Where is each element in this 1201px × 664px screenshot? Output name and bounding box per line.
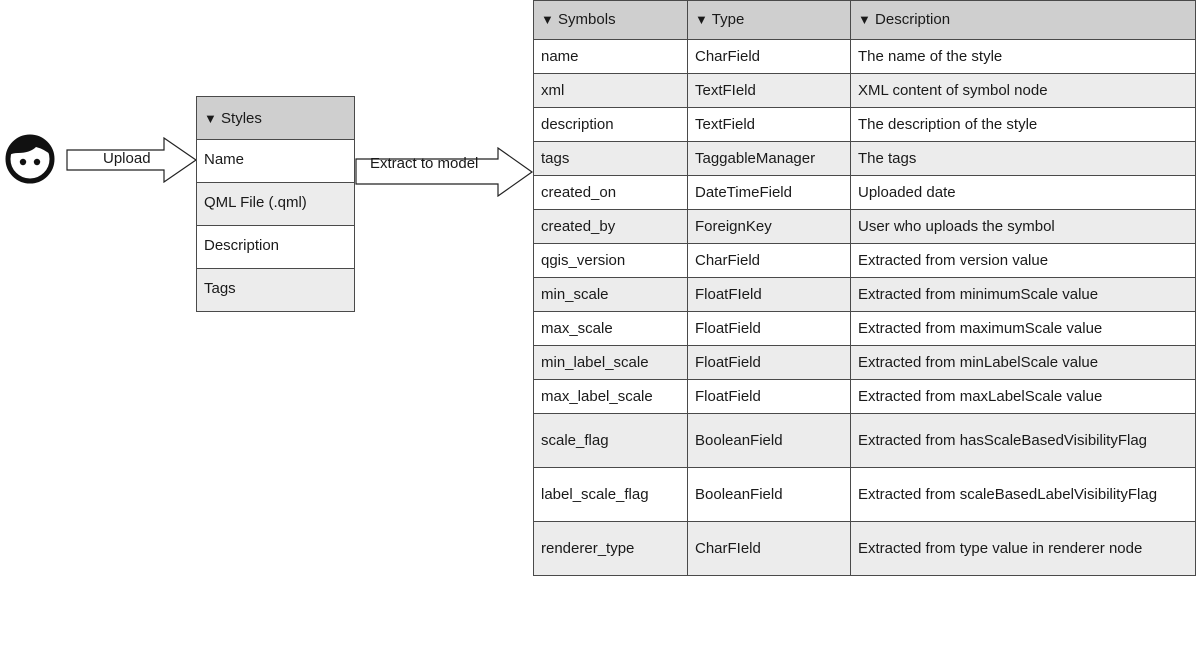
type-cell: FloatField	[687, 379, 851, 414]
column-header-label: Symbols	[558, 11, 616, 29]
user-face-icon	[5, 134, 55, 184]
symbol-cell: scale_flag	[533, 413, 688, 468]
description-cell: Uploaded date	[850, 175, 1196, 210]
description-cell: The tags	[850, 141, 1196, 176]
description-cell: Extracted from version value	[850, 243, 1196, 278]
description-cell: Extracted from scaleBasedLabelVisibility…	[850, 467, 1196, 522]
styles-field-qml-file: QML File (.qml)	[197, 182, 354, 225]
description-cell: Extracted from type value in renderer no…	[850, 521, 1196, 576]
upload-arrow	[66, 137, 198, 183]
column-header-description: ▼ Description	[850, 0, 1196, 40]
description-cell: The name of the style	[850, 39, 1196, 74]
column-header-type: ▼ Type	[687, 0, 851, 40]
description-cell: Extracted from minLabelScale value	[850, 345, 1196, 380]
upload-label: Upload	[103, 150, 151, 167]
symbol-cell: name	[533, 39, 688, 74]
styles-field-description: Description	[197, 225, 354, 268]
type-cell: ForeignKey	[687, 209, 851, 244]
symbol-cell: max_label_scale	[533, 379, 688, 414]
styles-header-label: Styles	[221, 110, 262, 127]
column-header-label: Description	[875, 11, 951, 29]
styles-header: ▼ Styles	[197, 97, 354, 139]
styles-field-name: Name	[197, 139, 354, 182]
type-cell: DateTimeField	[687, 175, 851, 210]
type-cell: TaggableManager	[687, 141, 851, 176]
type-cell: TextField	[687, 107, 851, 142]
type-cell: FloatField	[687, 311, 851, 346]
type-cell: FloatFIeld	[687, 277, 851, 312]
collapse-triangle-icon: ▼	[541, 12, 554, 28]
column-header-symbols: ▼ Symbols	[533, 0, 688, 40]
symbol-cell: description	[533, 107, 688, 142]
description-cell: User who uploads the symbol	[850, 209, 1196, 244]
collapse-triangle-icon: ▼	[695, 12, 708, 28]
symbol-cell: created_on	[533, 175, 688, 210]
styles-box: ▼ Styles Name QML File (.qml) Descriptio…	[196, 96, 355, 312]
symbol-cell: created_by	[533, 209, 688, 244]
description-cell: Extracted from maxLabelScale value	[850, 379, 1196, 414]
type-cell: CharFIeld	[687, 521, 851, 576]
extract-label: Extract to model	[370, 155, 479, 172]
collapse-triangle-icon: ▼	[858, 12, 871, 28]
type-cell: CharField	[687, 39, 851, 74]
symbol-cell: renderer_type	[533, 521, 688, 576]
styles-field-tags: Tags	[197, 268, 354, 311]
symbol-cell: tags	[533, 141, 688, 176]
type-cell: BooleanField	[687, 413, 851, 468]
type-cell: BooleanField	[687, 467, 851, 522]
description-cell: Extracted from minimumScale value	[850, 277, 1196, 312]
description-cell: XML content of symbol node	[850, 73, 1196, 108]
type-cell: CharField	[687, 243, 851, 278]
extract-arrow	[355, 147, 534, 197]
symbol-cell: min_scale	[533, 277, 688, 312]
symbol-cell: min_label_scale	[533, 345, 688, 380]
description-cell: Extracted from hasScaleBasedVisibilityFl…	[850, 413, 1196, 468]
collapse-triangle-icon: ▼	[204, 111, 217, 126]
description-cell: The description of the style	[850, 107, 1196, 142]
symbol-cell: label_scale_flag	[533, 467, 688, 522]
model-header-row: ▼ Symbols ▼ Type ▼ Description	[533, 0, 1196, 40]
column-header-label: Type	[711, 11, 745, 29]
symbol-cell: qgis_version	[533, 243, 688, 278]
symbol-cell: xml	[533, 73, 688, 108]
type-cell: TextFIeld	[687, 73, 851, 108]
description-cell: Extracted from maximumScale value	[850, 311, 1196, 346]
type-cell: FloatField	[687, 345, 851, 380]
symbol-cell: max_scale	[533, 311, 688, 346]
